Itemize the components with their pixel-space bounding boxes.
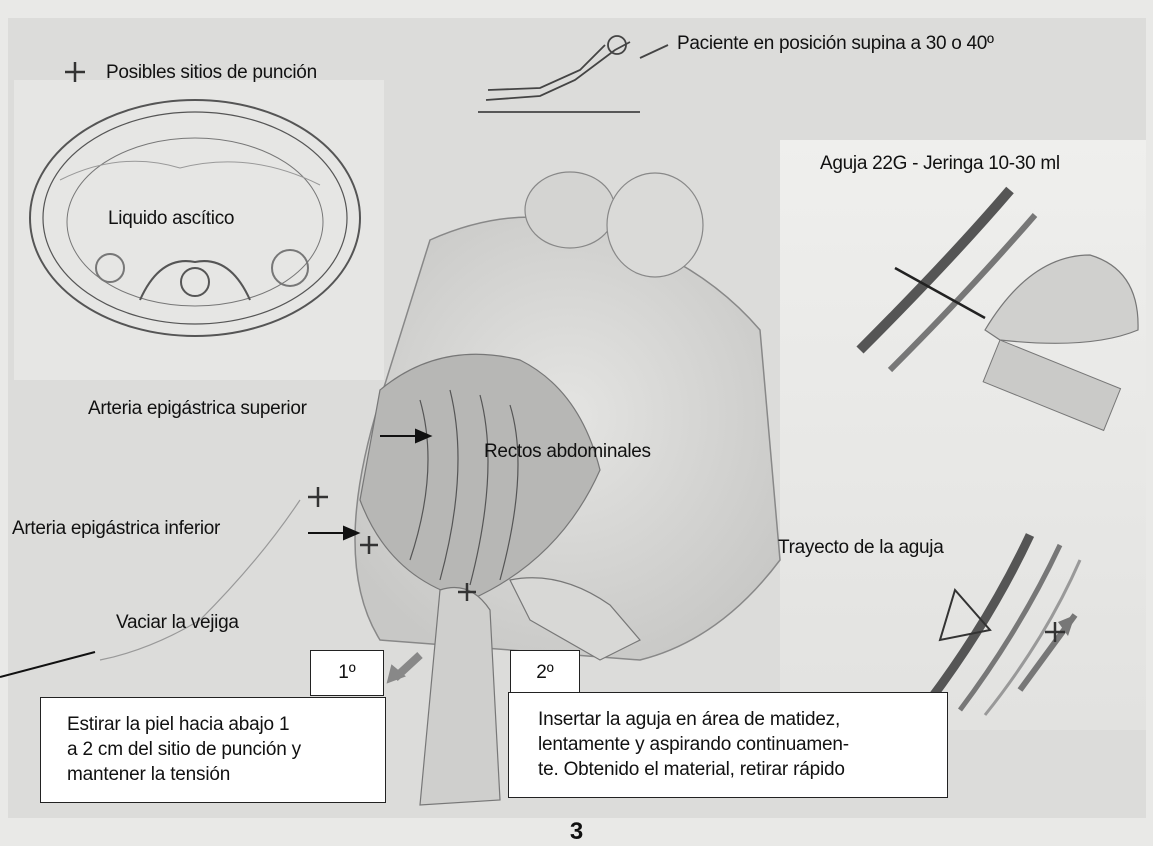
patient-position-label: Paciente en posición supina a 30 o 40º xyxy=(677,33,994,55)
ascitic-fluid-label: Liquido ascítico xyxy=(108,208,234,230)
step-1-number-text: 1º xyxy=(338,662,356,683)
step-2-number-text: 2º xyxy=(536,662,554,683)
step-2-line-2: lentamente y aspirando continuamen- xyxy=(538,732,943,757)
puncture-sites-label: Posibles sitios de punción xyxy=(106,62,317,84)
needle-path-label: Trayecto de la aguja xyxy=(778,537,943,559)
inferior-artery-label: Arteria epigástrica inferior xyxy=(12,518,220,540)
rectus-muscles-label: Rectos abdominales xyxy=(484,441,651,463)
step-1-number: 1º xyxy=(310,650,384,696)
page-number: 3 xyxy=(0,818,1153,846)
empty-bladder-label: Vaciar la vejiga xyxy=(116,612,239,634)
step-2-text: Insertar la aguja en área de matidez, le… xyxy=(538,707,943,788)
superior-artery-label: Arteria epigástrica superior xyxy=(88,398,307,420)
needle-syringe-label: Aguja 22G - Jeringa 10-30 ml xyxy=(820,153,1060,175)
step-1-line-2: a 2 cm del sitio de punción y xyxy=(67,737,377,762)
step-2-number: 2º xyxy=(510,650,580,696)
step-2-line-1: Insertar la aguja en área de matidez, xyxy=(538,707,943,732)
step-1-line-1: Estirar la piel hacia abajo 1 xyxy=(67,712,377,737)
step-1-line-3: mantener la tensión xyxy=(67,762,377,787)
step-1-text: Estirar la piel hacia abajo 1 a 2 cm del… xyxy=(67,712,377,798)
needle-panel xyxy=(780,140,1146,730)
step-2-line-3: te. Obtenido el material, retirar rápido xyxy=(538,757,943,782)
